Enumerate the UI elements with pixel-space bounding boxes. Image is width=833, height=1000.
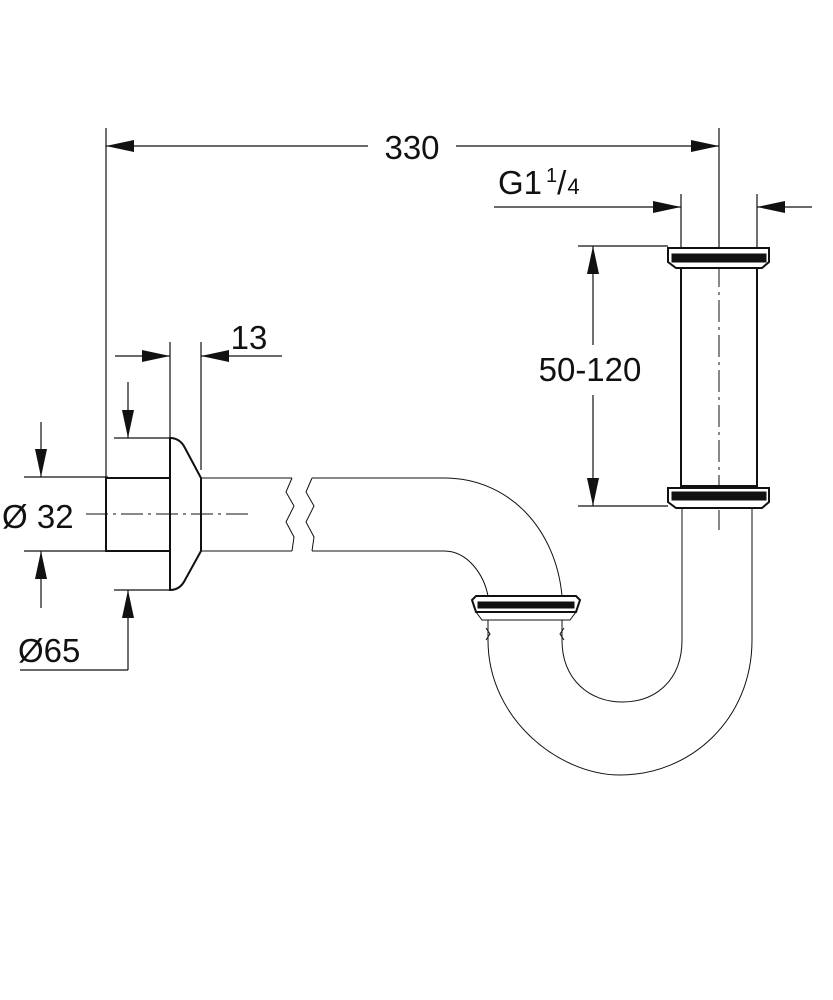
- horizontal-pipe: [86, 477, 444, 552]
- rosette-diameter-label: Ø65: [18, 632, 80, 669]
- wall-rosette: [105, 436, 202, 592]
- middle-nut: [667, 487, 770, 509]
- height-range-dimension: 50-120: [539, 245, 668, 507]
- vertical-tailpipe: [680, 230, 758, 530]
- elbow-nut: [470, 595, 582, 621]
- rosette-depth-dimension: 13: [115, 319, 282, 470]
- pipe-diameter-dimension: Ø 32: [2, 422, 108, 608]
- rosette-diameter-dimension: Ø65: [18, 382, 172, 671]
- pipe-diameter-label: Ø 32: [2, 498, 74, 535]
- u-bend: [485, 506, 753, 776]
- rosette-depth-label: 13: [231, 319, 268, 356]
- top-nut: [667, 247, 770, 269]
- height-range-label: 50-120: [539, 351, 642, 388]
- overall-width-label: 330: [384, 129, 439, 166]
- upper-elbow: [443, 477, 563, 597]
